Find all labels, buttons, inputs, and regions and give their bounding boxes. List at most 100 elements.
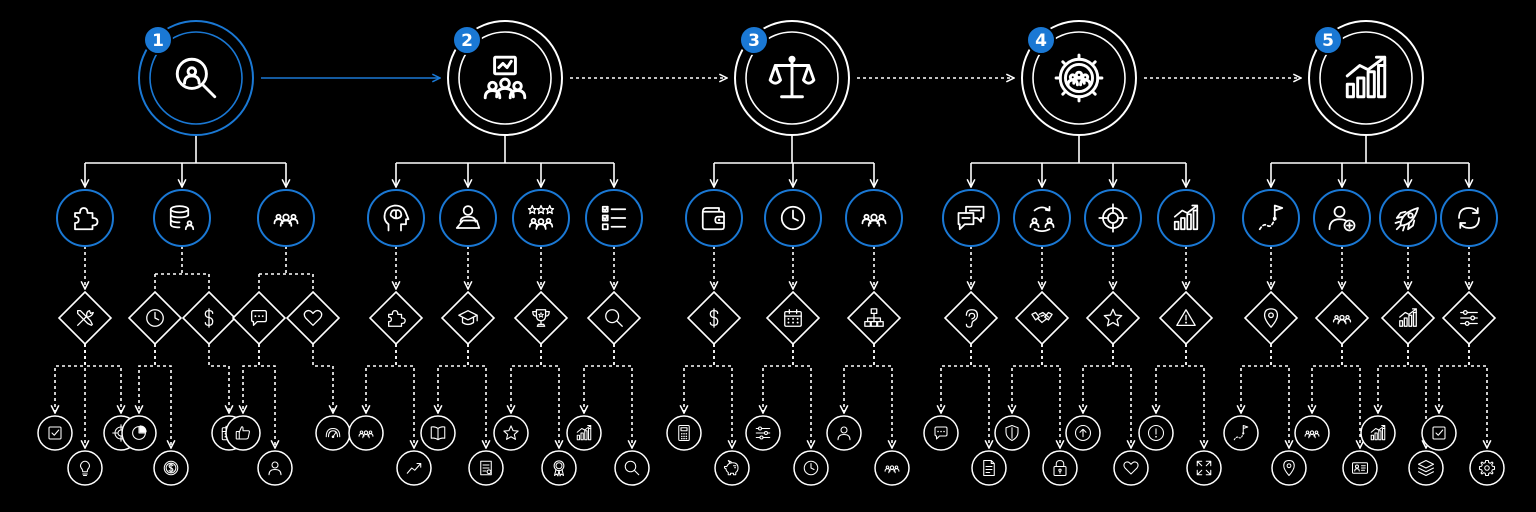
calendar-icon — [784, 309, 802, 327]
diamond-node — [1243, 290, 1299, 346]
leaf-link — [258, 344, 275, 448]
leaf-link — [970, 344, 989, 448]
leaf-node — [493, 415, 529, 451]
leaf-ring — [923, 415, 959, 451]
diamond-node — [368, 290, 424, 346]
diamond-node — [440, 290, 496, 346]
leaf-link — [154, 344, 171, 448]
leaf-node — [994, 415, 1030, 451]
diamond-shape — [586, 290, 642, 346]
leaf-node — [37, 415, 73, 451]
leaf-link — [1241, 344, 1272, 413]
branch-node — [566, 189, 650, 486]
diamond-shape — [943, 290, 999, 346]
star-icon — [503, 425, 519, 440]
leaf-node — [121, 415, 157, 451]
leaf-link — [613, 344, 632, 448]
sliders-icon — [755, 426, 771, 440]
warning-icon — [1176, 309, 1196, 326]
tools-icon — [77, 310, 94, 326]
leaf-node — [874, 450, 910, 486]
stage-number: 4 — [1035, 31, 1047, 51]
stage-inner-ring — [458, 31, 552, 125]
puzzle-icon — [74, 207, 99, 231]
pie-chart-icon — [132, 425, 147, 440]
graduation-cap-icon — [458, 310, 478, 326]
laptop-user-icon — [455, 205, 481, 229]
leaf-ring — [541, 450, 577, 486]
leaf-link — [713, 344, 732, 448]
stage-5: 5 — [1223, 20, 1505, 486]
leaf-ring — [614, 450, 650, 486]
branch-ring — [1157, 189, 1215, 247]
branch-node — [826, 189, 910, 486]
leaf-link — [1270, 344, 1289, 448]
stage-inner-ring — [1032, 31, 1126, 125]
leaf-link — [873, 344, 892, 448]
branch-node — [348, 189, 432, 486]
diamond-shape — [1085, 290, 1141, 346]
diamond-node — [1441, 290, 1497, 346]
leaf-ring — [1223, 415, 1259, 451]
branch-node — [493, 189, 577, 486]
leaf-node — [1042, 450, 1078, 486]
leaf-ring — [315, 415, 351, 451]
branch-ring — [257, 189, 315, 247]
leaf-ring — [396, 450, 432, 486]
branch-ring — [845, 189, 903, 247]
diamond-node — [127, 290, 183, 346]
trend-up-icon — [406, 462, 422, 474]
leaf-link — [540, 344, 559, 448]
leaf-ring — [971, 450, 1007, 486]
stage-inner-ring — [149, 31, 243, 125]
growth-chart-icon — [1345, 55, 1387, 99]
branch-ring — [56, 189, 114, 247]
diamond-node — [846, 290, 902, 346]
thumbs-up-icon — [235, 426, 250, 440]
group-icon — [1332, 314, 1352, 325]
gauge-icon — [325, 427, 341, 439]
shield-icon — [1005, 424, 1019, 442]
diamond-node — [231, 290, 287, 346]
diamond-shape — [513, 290, 569, 346]
connector-layer — [55, 78, 1487, 448]
star-icon — [1103, 308, 1123, 327]
stage-inner-ring — [1319, 31, 1413, 125]
leaf-ring — [1042, 450, 1078, 486]
leaf-ring — [1469, 450, 1505, 486]
leaf-node — [1113, 450, 1149, 486]
location-pin-icon — [1283, 459, 1295, 477]
leaf-node — [1469, 450, 1505, 486]
branch-node — [1065, 189, 1149, 486]
leaf-ring — [225, 415, 261, 451]
cycle-arrows-icon — [1458, 207, 1480, 229]
rocket-icon — [1394, 207, 1419, 232]
branch-node — [1360, 189, 1444, 486]
dollar-icon — [204, 308, 214, 328]
leaf-link — [844, 344, 875, 413]
checklist-lines-icon — [601, 205, 627, 231]
clock-icon — [146, 309, 164, 327]
leaf-ring — [1186, 450, 1222, 486]
diamond-node — [57, 290, 113, 346]
leaf-link — [584, 344, 615, 413]
diamond-shape — [231, 290, 287, 346]
stage-2: 2 — [348, 20, 650, 486]
diamond-shape — [1380, 290, 1436, 346]
leaf-link — [1407, 344, 1426, 448]
leaf-link — [1378, 344, 1409, 413]
puzzle-icon — [388, 310, 406, 327]
stage-number: 1 — [152, 31, 164, 51]
leaf-node — [348, 415, 384, 451]
diamond-node — [1314, 290, 1370, 346]
sliders-icon — [1460, 310, 1478, 326]
leaf-ring — [1421, 415, 1457, 451]
leaf-node — [1421, 415, 1457, 451]
leaf-link — [1468, 344, 1487, 448]
heart-icon — [1123, 461, 1139, 475]
stage-badge — [1313, 25, 1343, 55]
branch-node — [666, 189, 750, 486]
checklist-icon — [48, 426, 62, 440]
leaf-link — [467, 344, 486, 448]
